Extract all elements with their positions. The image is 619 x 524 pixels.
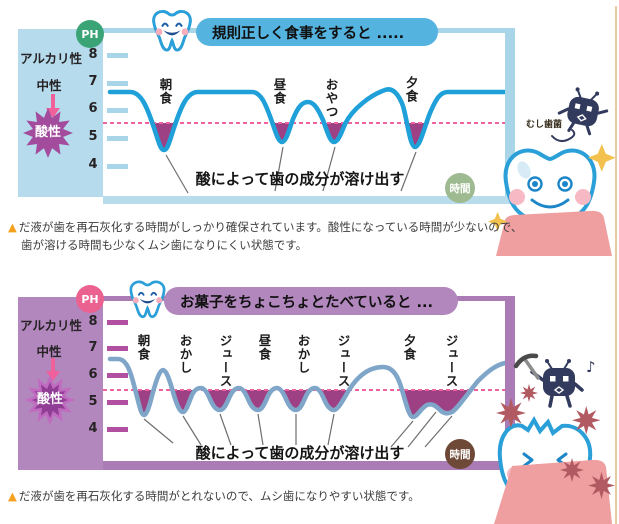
top-frame-right (505, 28, 515, 204)
top-frame-bottom (103, 196, 515, 204)
top-tick-6 (107, 108, 128, 113)
bottom-axis-neutral-label: 中性 (36, 344, 62, 359)
top-germ-label: むし歯菌 (526, 120, 563, 130)
top-annotation: 酸によって歯の成分が溶け出す (195, 170, 405, 188)
top-title-banner: 規則正しく食事をすると ..... (196, 18, 438, 46)
bottom-acid-starburst (25, 375, 75, 425)
sparkle-icon (488, 144, 616, 232)
top-ytick-7: 7 (88, 74, 98, 89)
gum-base (494, 459, 612, 524)
top-pointer-lines (165, 146, 417, 194)
bottom-meal-snack2: おかし (295, 334, 311, 375)
bottom-tick-5 (107, 400, 128, 405)
bottom-frame-right (505, 296, 515, 470)
bottom-time-badge: 時間 (445, 439, 475, 469)
top-axis-alkaline-label: アルカリ性 (19, 51, 82, 66)
bottom-tick-6 (107, 373, 128, 378)
top-acid-label: 酸性 (34, 125, 61, 140)
top-plot (103, 87, 505, 194)
top-caption-line2: 歯が溶ける時間も少なくムシ歯になりにくい状態です。 (21, 238, 308, 252)
top-tick-5 (107, 136, 128, 141)
page-right-border (615, 6, 617, 524)
top-meal-dinner: 夕食 (403, 76, 419, 103)
bottom-meal-breakfast: 朝食 (135, 334, 151, 361)
bottom-pointer-lines (143, 411, 453, 448)
top-acid-arrow-icon (46, 108, 60, 118)
top-tick-7 (107, 81, 128, 86)
pain-burst-icons (496, 384, 615, 499)
cavity-germ-fleeing-icon (551, 87, 609, 142)
top-title-tooth-icon (152, 10, 192, 52)
bottom-tick-7 (107, 346, 128, 351)
top-meal-lunch: 昼食 (271, 78, 287, 105)
happy-tooth-character (488, 144, 616, 256)
bottom-frame-bottom (103, 461, 515, 470)
top-ytick-5: 5 (88, 129, 98, 144)
bottom-ytick-5: 5 (88, 394, 98, 409)
bottom-ytick-4: 4 (88, 421, 98, 436)
bottom-acid-arrow-icon (46, 371, 60, 381)
top-ytick-4: 4 (88, 157, 98, 172)
cavity-germ-digging-icon (513, 353, 584, 408)
gum-base (496, 210, 612, 256)
bottom-axis-alkaline-label: アルカリ性 (19, 318, 82, 333)
tooth-body (503, 148, 597, 225)
bottom-meal-juice3: ジュース (443, 334, 459, 388)
top-title: 規則正しく食事をすると ..... (212, 25, 405, 42)
bottom-title: お菓子をちょこちょとたべていると ... (180, 294, 433, 311)
bottom-ytick-7: 7 (88, 340, 98, 355)
top-meal-breakfast: 朝食 (157, 78, 173, 105)
top-time-badge: 時間 (445, 173, 475, 203)
bottom-caption: ▲だ液が歯を再石灰化する時間がとれないので、ムシ歯になりやすい状態です。 (8, 489, 420, 503)
bottom-acid-arrow-stem (51, 358, 55, 372)
caption-marker-icon: ▲ (8, 489, 17, 503)
bottom-annotation: 酸によって歯の成分が溶け出す (195, 444, 405, 462)
top-caption-line1: ▲だ液が歯を再石灰化する時間がしっかり確保されています。酸性になっている時間が少… (8, 220, 523, 234)
bottom-meal-snack1: おかし (177, 334, 193, 375)
motion-swoosh (551, 129, 576, 142)
bottom-plot (103, 356, 505, 448)
top-meal-snack: おやつ (323, 78, 339, 119)
top-ytick-6: 6 (88, 101, 98, 116)
bottom-meal-lunch: 昼食 (256, 334, 272, 361)
bottom-ytick-8: 8 (88, 314, 98, 329)
bottom-meal-dinner: 夕食 (401, 334, 417, 361)
bottom-title-tooth-icon (129, 280, 166, 319)
top-axis-neutral-label: 中性 (36, 78, 62, 93)
top-ph-badge: PH (76, 20, 104, 48)
bottom-ytick-6: 6 (88, 367, 98, 382)
top-ph-curve (107, 87, 505, 153)
bottom-meal-juice2: ジュース (335, 334, 351, 388)
bottom-ph-badge: PH (76, 285, 104, 313)
bottom-meal-juice1: ジュース (217, 334, 233, 388)
crying-tooth-scene: ♪ (494, 353, 615, 524)
music-note-icon: ♪ (586, 358, 596, 376)
top-acid-starburst (23, 108, 73, 158)
bottom-tick-8 (107, 320, 128, 325)
bottom-ph-curve (107, 356, 505, 420)
top-axis-panel (18, 29, 103, 197)
top-acid-arrow-stem (51, 94, 55, 109)
bottom-tick-4 (107, 427, 128, 432)
caption-marker-icon: ▲ (8, 220, 17, 234)
top-tick-8 (107, 53, 128, 58)
bottom-acid-label: 酸性 (36, 392, 63, 407)
top-tick-4 (107, 164, 128, 169)
top-ytick-8: 8 (88, 47, 98, 62)
bottom-title-banner: お菓子をちょこちょとたべていると ... (164, 287, 458, 315)
